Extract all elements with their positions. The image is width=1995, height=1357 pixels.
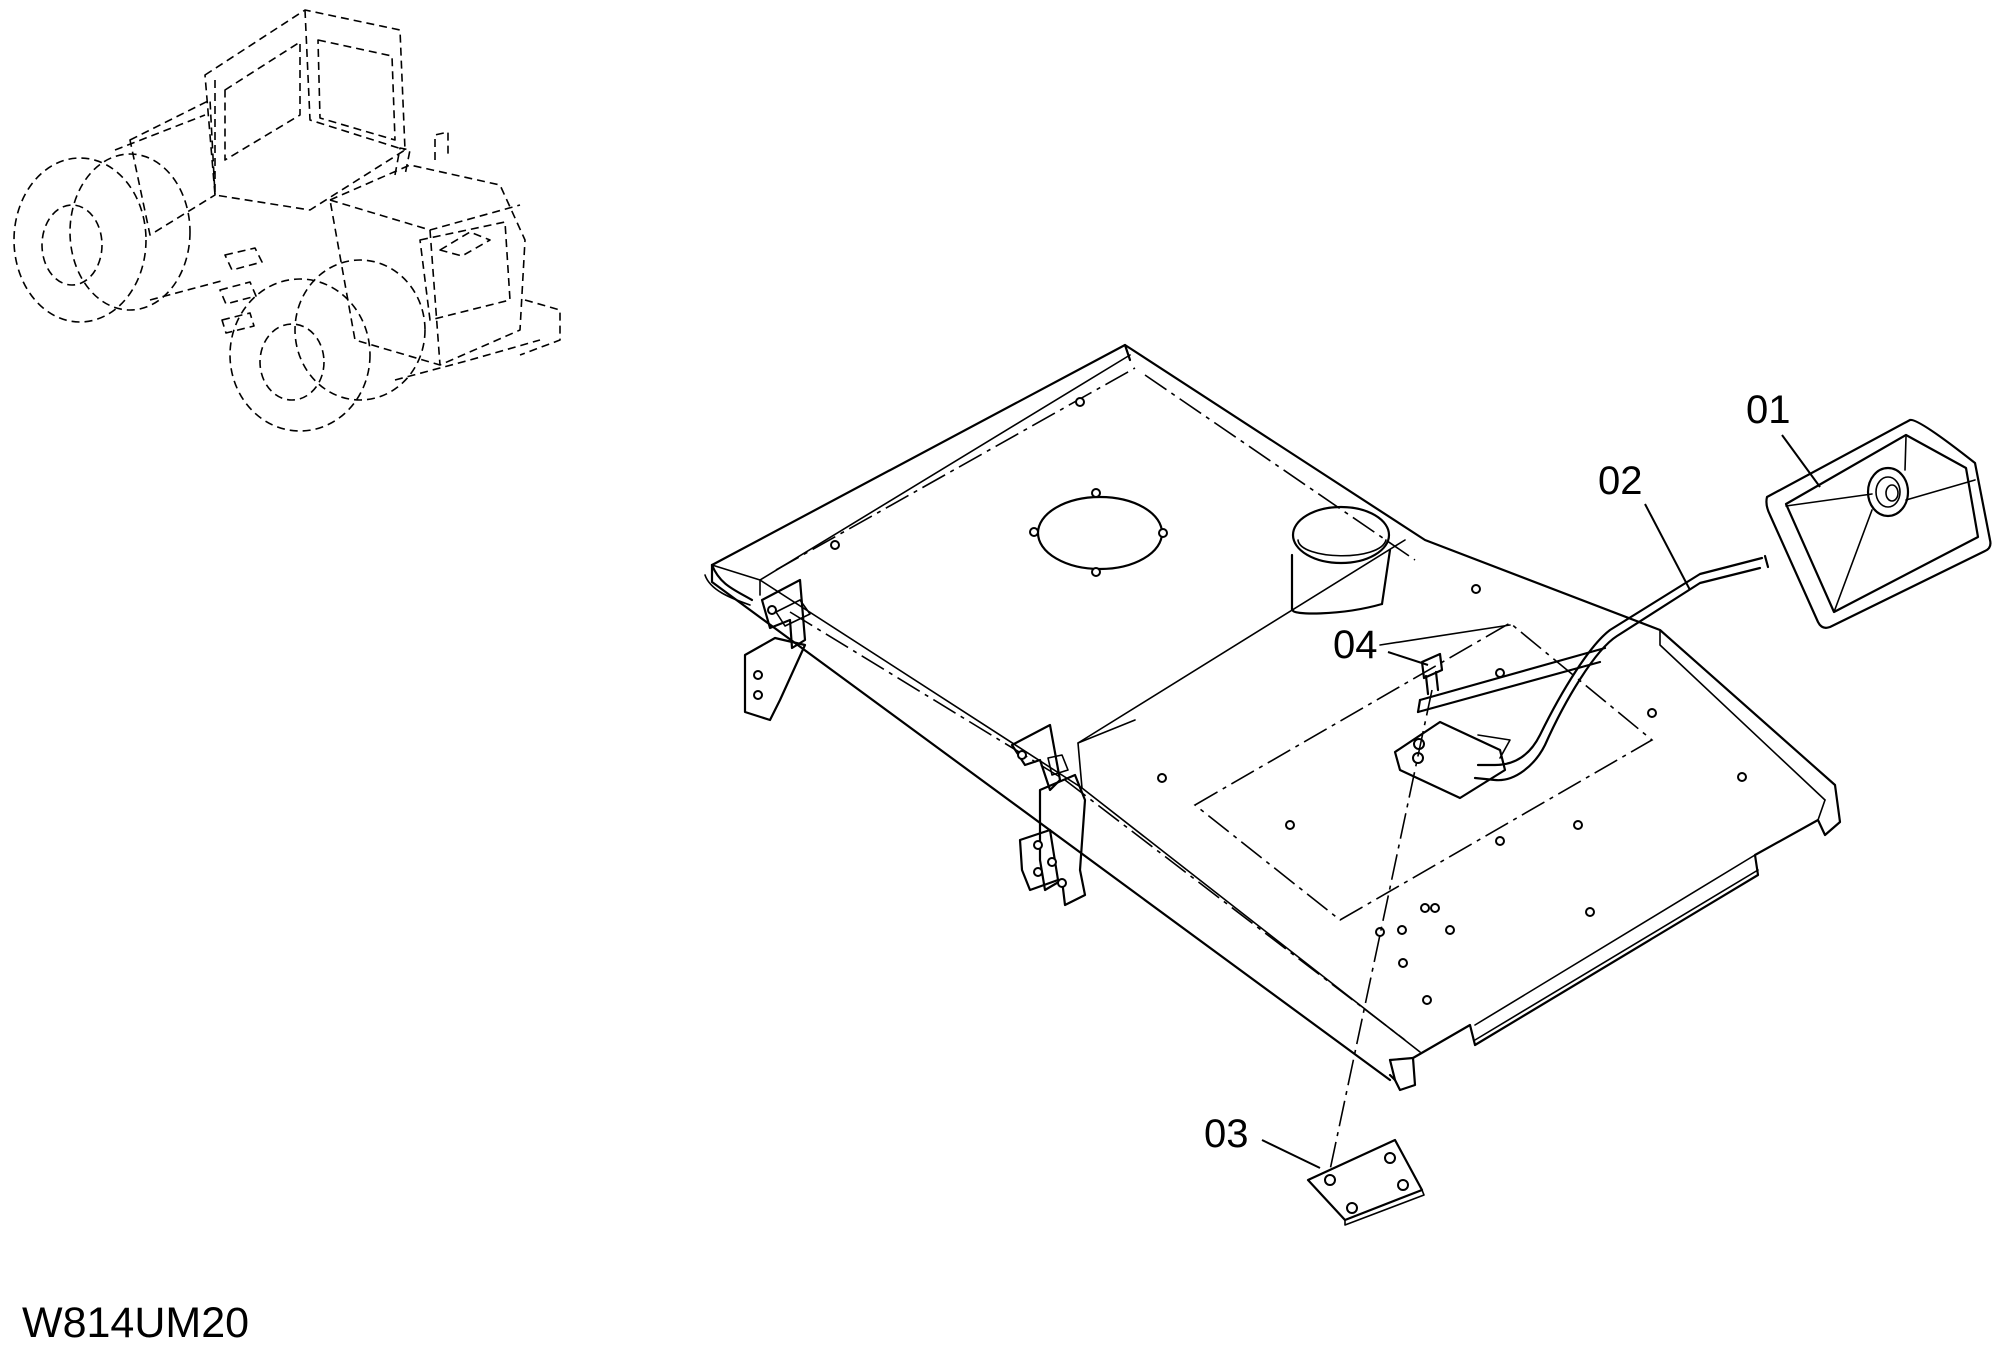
mounting-plate-icon <box>1306 1138 1425 1226</box>
callout-02: 02 <box>1598 459 1643 503</box>
machine-locator-view <box>13 9 561 432</box>
cab-roof-panel <box>704 343 1842 1092</box>
bolt-icon <box>1420 652 1444 696</box>
callout-01: 01 <box>1746 388 1791 432</box>
drawing-code: W814UM20 <box>22 1299 250 1347</box>
callout-03: 03 <box>1204 1112 1249 1156</box>
assembly-line <box>1329 689 1433 1171</box>
callout-04: 04 <box>1333 623 1378 667</box>
side-mirror-icon <box>1765 418 1992 629</box>
callout-leaders <box>1261 434 1821 1169</box>
